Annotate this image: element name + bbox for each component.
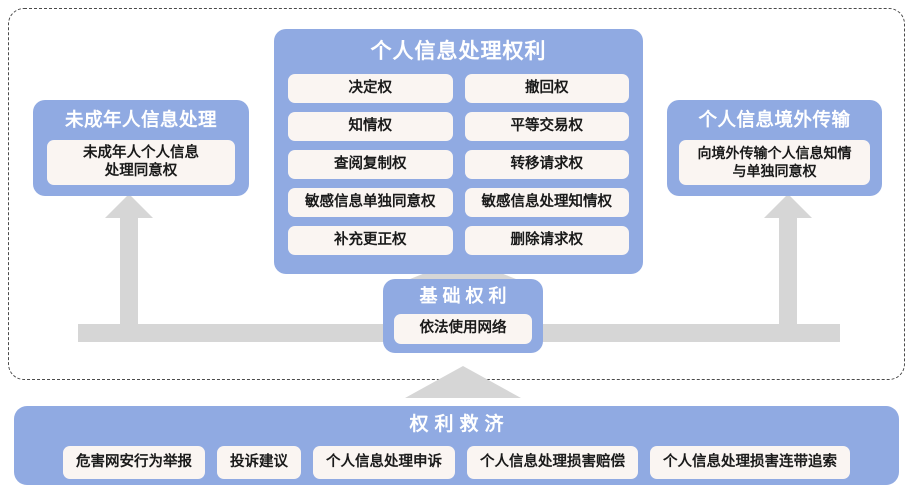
minor-consent-card[interactable]: 未成年人个人信息处理同意权 bbox=[47, 140, 235, 185]
panel-title-right: 个人信息境外传输 bbox=[698, 109, 851, 130]
right-item[interactable]: 撤回权 bbox=[464, 74, 629, 103]
right-item[interactable]: 查阅复制权 bbox=[288, 150, 453, 179]
center-rights-grid: 决定权 撤回权 知情权 平等交易权 查阅复制权 转移请求权 敏感信息单独同意权 … bbox=[288, 74, 629, 255]
right-item[interactable]: 知情权 bbox=[288, 112, 453, 141]
connector-horizontal-right bbox=[520, 324, 840, 342]
panel-personal-info-processing-rights[interactable]: 个人信息处理权利 决定权 撤回权 知情权 平等交易权 查阅复制权 转移请求权 敏… bbox=[274, 29, 643, 274]
connector-vertical-left bbox=[120, 209, 138, 334]
relief-item[interactable]: 投诉建议 bbox=[217, 446, 301, 479]
relief-item[interactable]: 个人信息处理申诉 bbox=[313, 446, 455, 479]
panel-cross-border-transfer[interactable]: 个人信息境外传输 向境外传输个人信息知情与单独同意权 bbox=[667, 100, 882, 196]
panel-title-center: 个人信息处理权利 bbox=[370, 40, 547, 63]
panel-basic-rights[interactable]: 基础权利 依法使用网络 bbox=[383, 279, 543, 353]
arrow-up-left-icon bbox=[105, 194, 153, 218]
connector-vertical-right bbox=[779, 209, 797, 334]
arrow-up-relief-icon bbox=[405, 366, 521, 398]
right-item[interactable]: 敏感信息单独同意权 bbox=[288, 188, 453, 217]
panel-title-relief: 权利救济 bbox=[409, 414, 510, 435]
right-item[interactable]: 删除请求权 bbox=[464, 226, 629, 255]
right-item[interactable]: 转移请求权 bbox=[464, 150, 629, 179]
panel-minor-info-processing[interactable]: 未成年人信息处理 未成年人个人信息处理同意权 bbox=[33, 100, 249, 196]
right-item[interactable]: 补充更正权 bbox=[288, 226, 453, 255]
relief-item[interactable]: 个人信息处理损害连带追索 bbox=[650, 446, 850, 479]
panel-title-left: 未成年人信息处理 bbox=[64, 109, 217, 130]
right-item[interactable]: 决定权 bbox=[288, 74, 453, 103]
right-item[interactable]: 敏感信息处理知情权 bbox=[464, 188, 629, 217]
relief-item[interactable]: 危害网安行为举报 bbox=[63, 446, 205, 479]
right-item[interactable]: 平等交易权 bbox=[464, 112, 629, 141]
relief-items-row: 危害网安行为举报 投诉建议 个人信息处理申诉 个人信息处理损害赔偿 个人信息处理… bbox=[14, 446, 899, 479]
connector-horizontal-left bbox=[78, 324, 408, 342]
arrow-up-right-icon bbox=[764, 194, 812, 218]
panel-rights-relief[interactable]: 权利救济 危害网安行为举报 投诉建议 个人信息处理申诉 个人信息处理损害赔偿 个… bbox=[14, 406, 899, 485]
relief-item[interactable]: 个人信息处理损害赔偿 bbox=[467, 446, 638, 479]
panel-title-base: 基础权利 bbox=[419, 286, 512, 306]
cross-border-consent-card[interactable]: 向境外传输个人信息知情与单独同意权 bbox=[679, 140, 870, 185]
lawful-network-use-card[interactable]: 依法使用网络 bbox=[394, 314, 532, 344]
